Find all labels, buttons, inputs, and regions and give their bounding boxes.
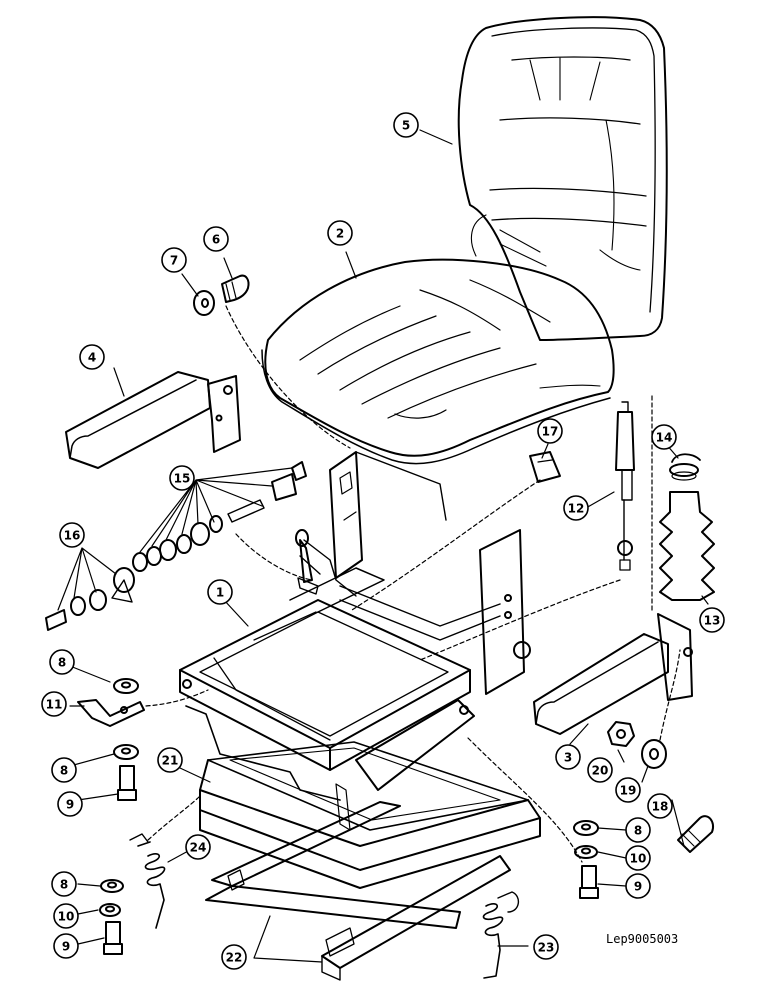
callout-c12: 12 (563, 495, 589, 521)
callout-label: 1 (216, 586, 224, 600)
callout-label: 4 (88, 351, 96, 365)
slide-rails (205, 801, 511, 981)
callout-label: 15 (174, 472, 191, 486)
callout-label: 9 (66, 798, 74, 812)
callout-bubbles: 1234567888999101011121314151617181920212… (41, 112, 725, 970)
callout-c11: 11 (41, 691, 67, 717)
callout-label: 14 (656, 431, 673, 445)
callout-c19: 19 (615, 777, 641, 803)
callout-c6: 6 (203, 226, 229, 252)
callout-label: 12 (568, 502, 585, 516)
armrest-left (65, 371, 241, 469)
backrest (457, 16, 668, 341)
callout-c24: 24 (185, 834, 211, 860)
drawing-code: Lep9005003 (606, 932, 678, 946)
callout-c5: 5 (393, 112, 419, 138)
callout-c8a: 8 (49, 649, 75, 675)
callout-c15: 15 (169, 465, 195, 491)
callout-c8b: 8 (51, 757, 77, 783)
callout-c21: 21 (157, 747, 183, 773)
bellows (659, 463, 715, 601)
callout-c2: 2 (327, 220, 353, 246)
callout-label: 16 (64, 529, 81, 543)
callout-c9b: 9 (625, 873, 651, 899)
seat-base-frame (179, 451, 531, 831)
callout-label: 7 (170, 254, 178, 268)
callout-c4: 4 (79, 344, 105, 370)
callout-label: 9 (634, 880, 642, 894)
callout-label: 8 (60, 764, 68, 778)
callout-label: 11 (46, 698, 63, 712)
callout-label: 3 (564, 751, 572, 765)
callout-c17: 17 (537, 418, 563, 444)
callout-label: 21 (162, 754, 179, 768)
gas-strut (615, 401, 635, 571)
callout-c7: 7 (161, 247, 187, 273)
callout-c9c: 9 (53, 933, 79, 959)
callout-label: 24 (190, 841, 207, 855)
callout-c22: 22 (221, 944, 247, 970)
callout-c18: 18 (647, 793, 673, 819)
callout-label: 2 (336, 227, 344, 241)
callout-label: 17 (542, 425, 559, 439)
callout-c14: 14 (651, 424, 677, 450)
callout-label: 6 (212, 233, 220, 247)
callout-label: 23 (538, 941, 555, 955)
callout-label: 8 (58, 656, 66, 670)
callout-c13: 13 (699, 607, 725, 633)
callout-label: 22 (226, 951, 243, 965)
callout-label: 5 (402, 119, 410, 133)
callout-c9a: 9 (57, 791, 83, 817)
small-hardware (45, 274, 714, 979)
callout-label: 13 (704, 614, 721, 628)
callout-label: 10 (630, 852, 647, 866)
callout-label: 8 (634, 824, 642, 838)
leader-lines (57, 129, 709, 963)
suspension-frame (199, 741, 541, 889)
callout-c23: 23 (533, 934, 559, 960)
callout-c8c: 8 (625, 817, 651, 843)
callout-c10a: 10 (625, 845, 651, 871)
seat-cushion (261, 258, 615, 465)
callout-c10b: 10 (53, 903, 79, 929)
callout-c1: 1 (207, 579, 233, 605)
callout-c8d: 8 (51, 871, 77, 897)
callout-label: 8 (60, 878, 68, 892)
armrest-right (533, 613, 693, 735)
callout-label: 20 (592, 764, 609, 778)
callout-c20: 20 (587, 757, 613, 783)
callout-c16: 16 (59, 522, 85, 548)
callout-c3: 3 (555, 744, 581, 770)
callout-label: 10 (58, 910, 75, 924)
callout-label: 19 (620, 784, 637, 798)
callout-label: 9 (62, 940, 70, 954)
callout-label: 18 (652, 800, 669, 814)
